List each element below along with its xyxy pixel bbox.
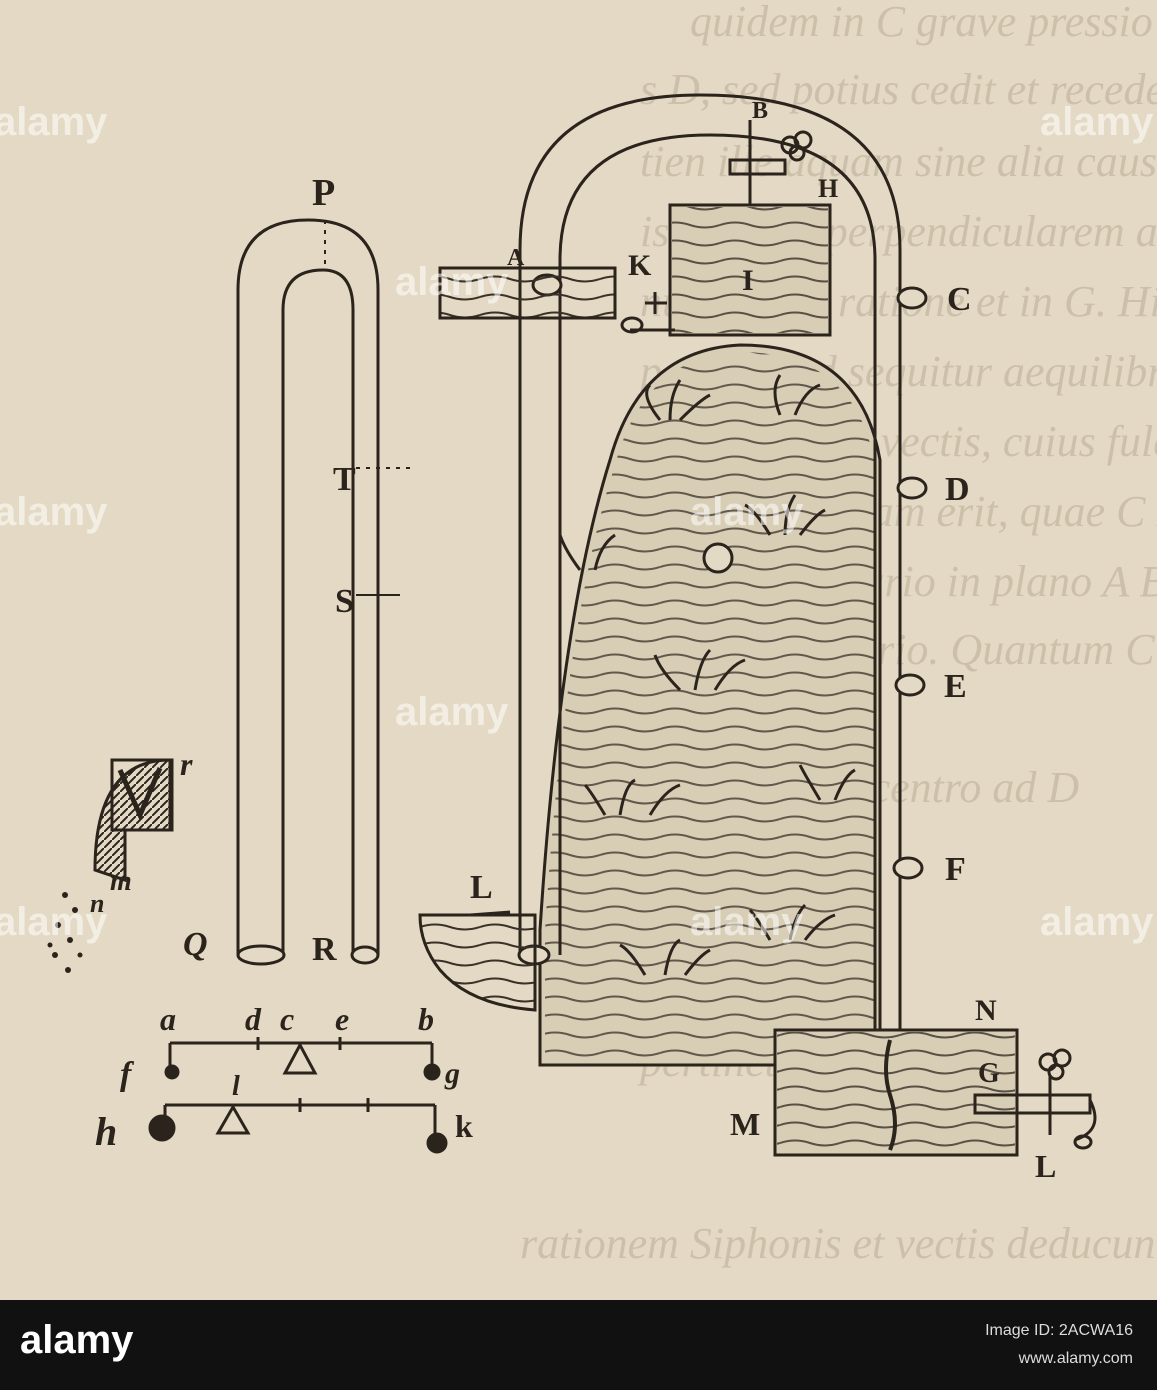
- bell-mound: [538, 343, 882, 1067]
- label-f-small: f: [120, 1056, 135, 1093]
- valve-k: [620, 292, 675, 334]
- spout-figure: [47, 758, 174, 973]
- label-e-small: e: [335, 1001, 349, 1037]
- watermark: alamy: [0, 100, 108, 144]
- valve-b: [728, 120, 813, 205]
- label-k: K: [628, 249, 652, 282]
- label-h-small: h: [95, 1109, 117, 1154]
- label-m: M: [730, 1106, 760, 1142]
- lever-lower: [148, 1098, 448, 1154]
- watermark: alamy: [395, 260, 509, 304]
- label-d: D: [945, 471, 970, 508]
- woodcut-diagram: P T S Q R B H A K I C D O E F L N G M L …: [47, 93, 1097, 1184]
- alamy-logo[interactable]: alamy: [20, 1318, 134, 1362]
- label-s: S: [335, 583, 354, 620]
- label-l-bottom: L: [1035, 1148, 1056, 1184]
- label-l-basin: L: [470, 869, 493, 906]
- watermark: alamy: [395, 690, 509, 734]
- label-q: Q: [183, 926, 208, 963]
- basin-l: [418, 913, 537, 1012]
- image-id: Image ID: 2ACWA16: [985, 1322, 1133, 1339]
- watermark: alamy: [1040, 900, 1154, 944]
- label-b: B: [752, 98, 768, 124]
- label-k-small: k: [455, 1108, 473, 1144]
- watermark: alamy: [0, 490, 108, 534]
- label-g: G: [978, 1058, 1000, 1089]
- book-page: quidem in C grave pressio ma sed libere …: [0, 0, 1157, 1300]
- label-b-small: b: [418, 1001, 434, 1037]
- label-g-small: g: [444, 1057, 460, 1090]
- site-url[interactable]: www.alamy.com: [1018, 1350, 1133, 1367]
- label-n: N: [975, 994, 997, 1027]
- lever-upper: [164, 1037, 441, 1081]
- label-c: C: [947, 281, 972, 318]
- point-o-marker: [702, 542, 734, 574]
- label-d-small: d: [245, 1001, 262, 1037]
- label-n-small: n: [90, 889, 104, 918]
- watermark: alamy: [690, 490, 804, 534]
- watermark: alamy: [1040, 100, 1154, 144]
- label-a-small: a: [160, 1001, 176, 1037]
- label-h: H: [818, 174, 838, 203]
- label-p: P: [312, 172, 335, 214]
- valve-g: [973, 1048, 1097, 1150]
- label-t: T: [333, 461, 356, 498]
- label-c-small: c: [280, 1001, 294, 1037]
- watermark: alamy: [690, 900, 804, 944]
- label-r: R: [312, 931, 337, 968]
- label-i: I: [742, 264, 754, 297]
- basin-a: [438, 266, 617, 320]
- footer-bar: [0, 1300, 1157, 1390]
- arch-pipe: [518, 93, 902, 1040]
- label-f: F: [945, 851, 966, 888]
- watermark: alamy: [0, 900, 108, 944]
- label-r-small: r: [180, 746, 193, 782]
- label-e: E: [944, 668, 967, 705]
- label-l-small: l: [232, 1071, 240, 1102]
- label-a: A: [507, 245, 525, 271]
- u-tube: [236, 218, 410, 966]
- label-m-small: m: [110, 866, 132, 897]
